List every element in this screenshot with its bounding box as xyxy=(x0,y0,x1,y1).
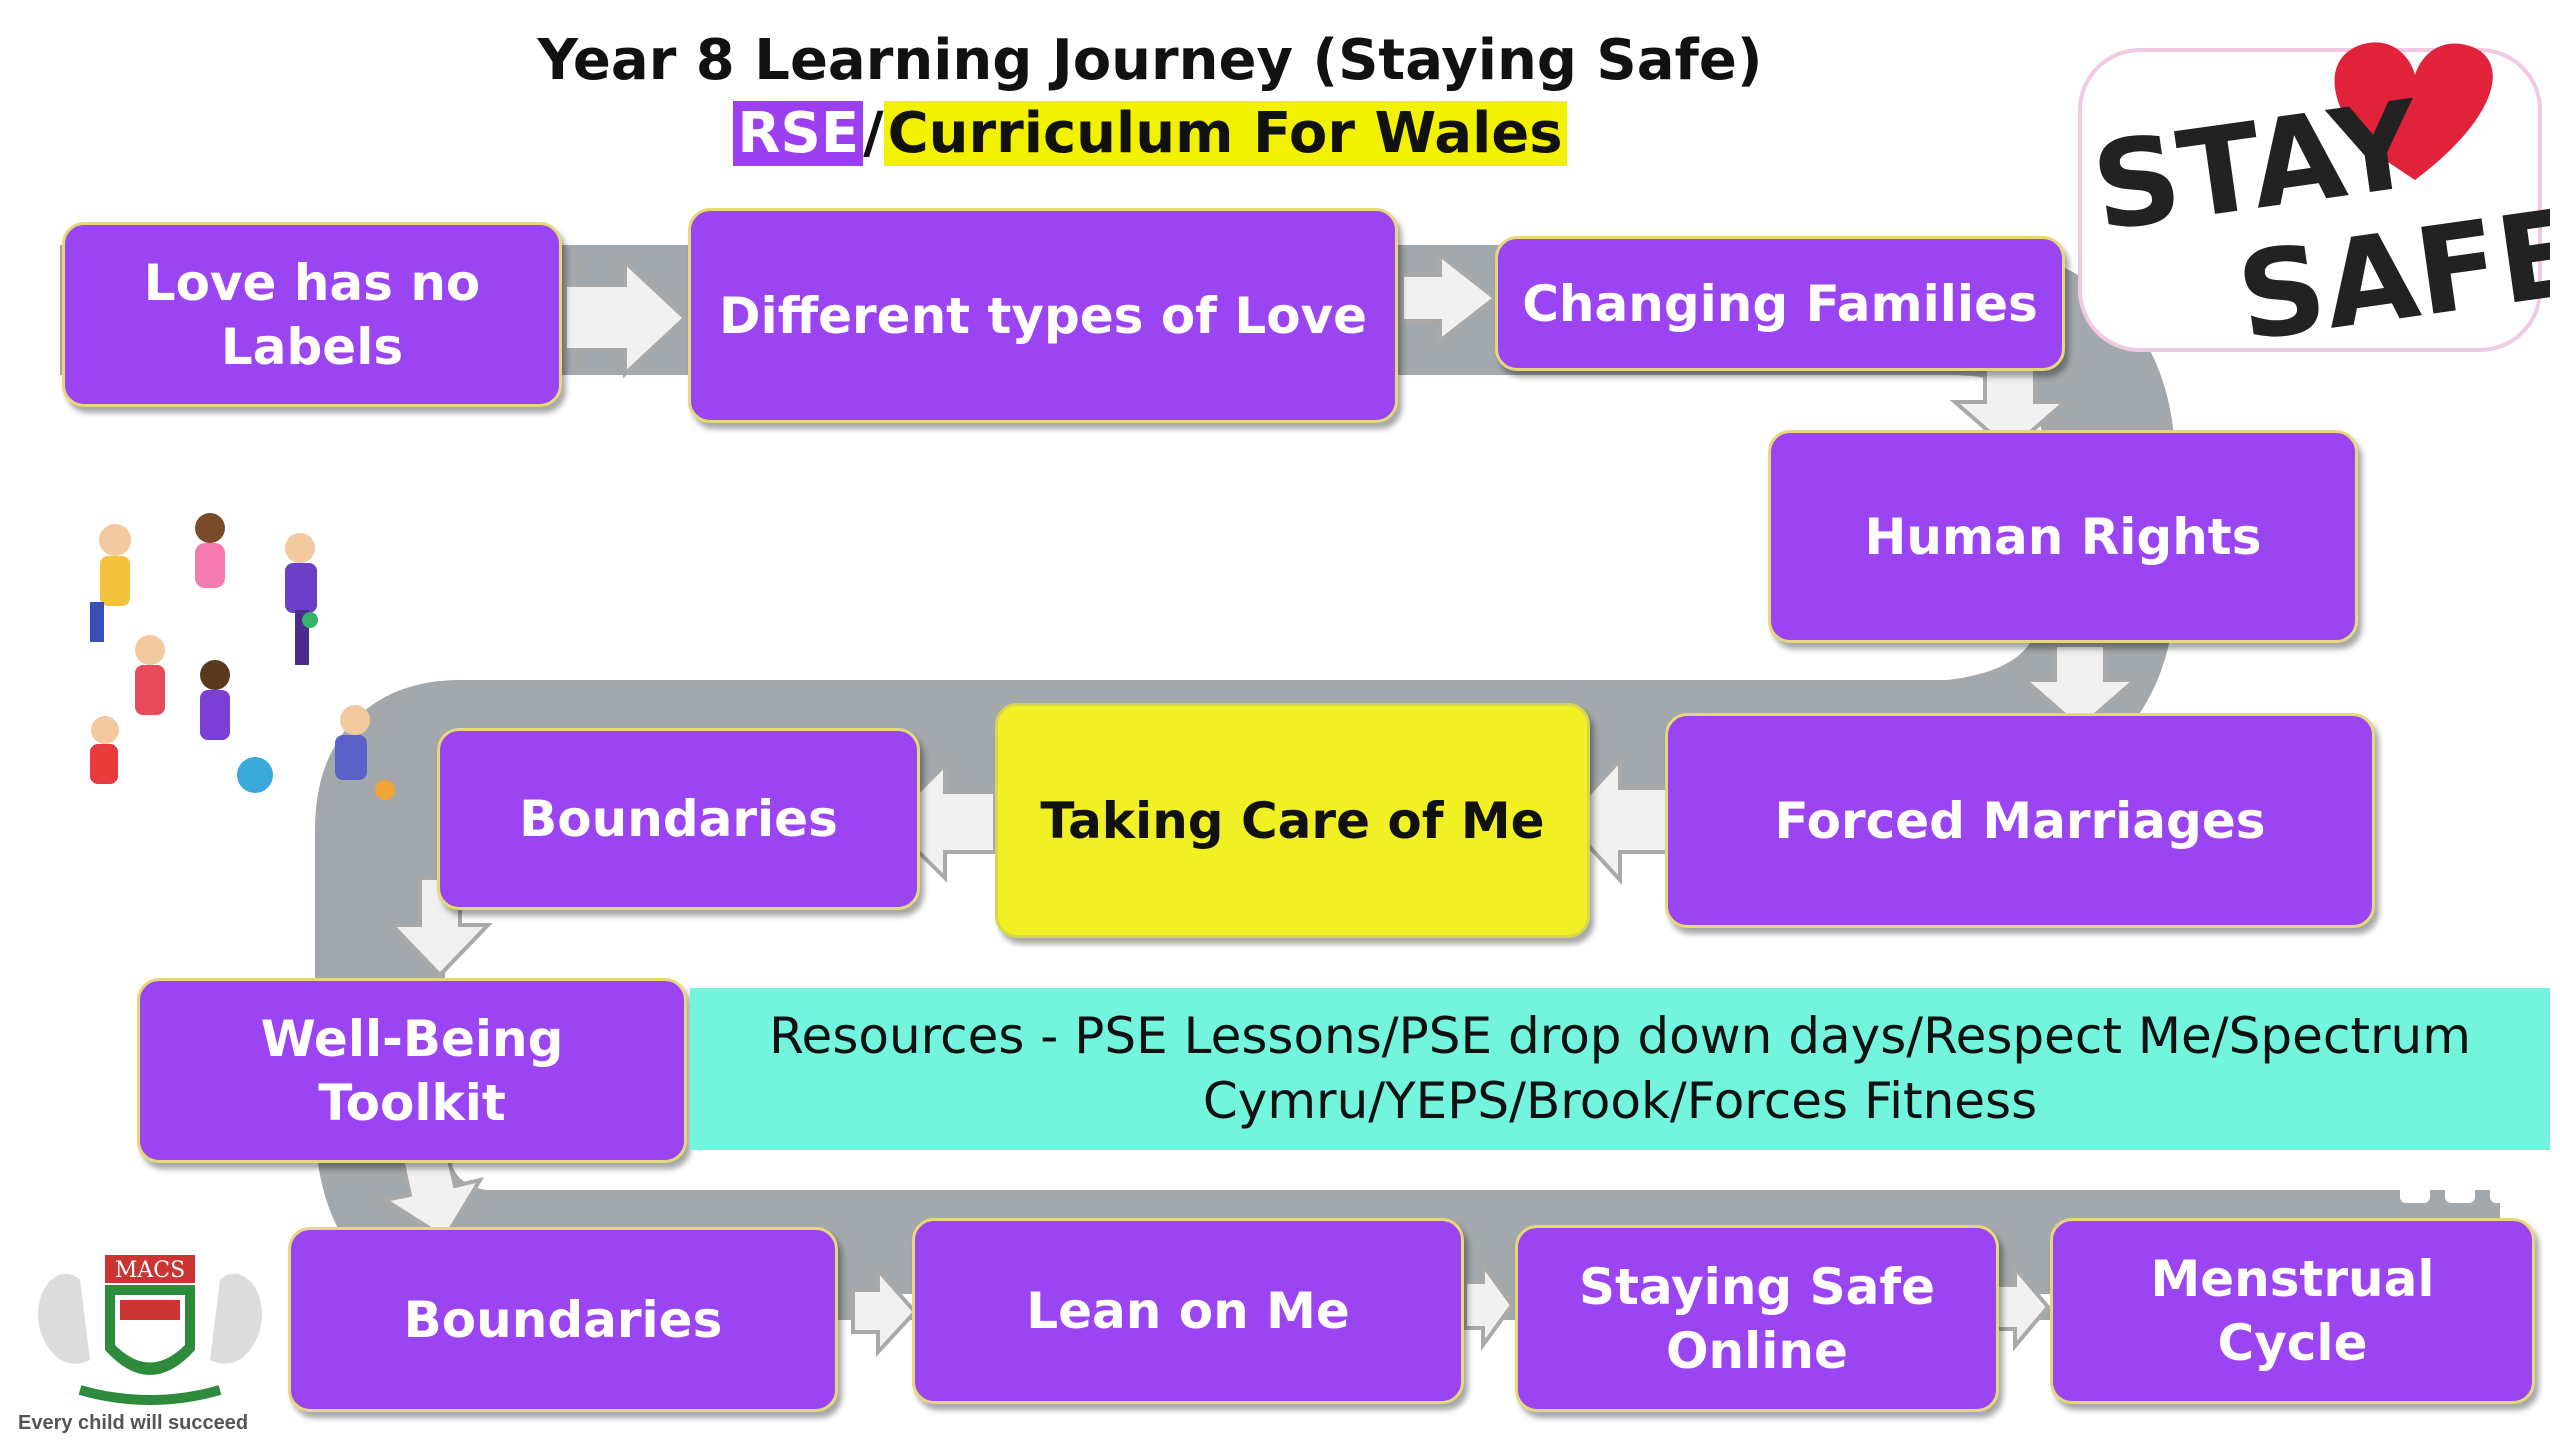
step-different-types-of-love: Different types of Love xyxy=(688,208,1398,423)
rse-label: RSE xyxy=(733,101,864,166)
school-crest: MACS xyxy=(38,1255,262,1405)
stay-safe-logo: STAY SAFE xyxy=(2078,42,2550,360)
step-lean-on-me: Lean on Me xyxy=(912,1218,1464,1404)
curriculum-label: Curriculum For Wales xyxy=(883,101,1567,166)
arrows xyxy=(379,250,2141,1358)
step-boundaries-1: Boundaries xyxy=(437,728,920,910)
step-love-has-no-labels: Love has no Labels xyxy=(62,222,562,407)
title-slash: / xyxy=(863,101,884,166)
school-motto: Every child will succeed xyxy=(18,1412,249,1434)
step-taking-care-of-me: Taking Care of Me xyxy=(995,703,1590,938)
resources-line-1: Resources - PSE Lessons/PSE drop down da… xyxy=(769,1007,2471,1065)
title-main: Year 8 Learning Journey (Staying Safe) xyxy=(537,28,1763,93)
step-well-being-toolkit: Well-Being Toolkit xyxy=(137,978,687,1163)
title-subtitle: RSE/Curriculum For Wales xyxy=(500,101,1800,166)
step-menstrual-cycle: Menstrual Cycle xyxy=(2050,1218,2535,1404)
crest-text: MACS xyxy=(115,1258,185,1283)
children-illustration xyxy=(90,513,395,800)
resources-panel: Resources - PSE Lessons/PSE drop down da… xyxy=(690,988,2550,1150)
resources-line-2: Cymru/YEPS/Brook/Forces Fitness xyxy=(1202,1072,2038,1130)
step-staying-safe-online: Staying Safe Online xyxy=(1515,1225,1999,1412)
step-changing-families: Changing Families xyxy=(1495,236,2065,371)
step-boundaries-2: Boundaries xyxy=(288,1227,838,1412)
step-forced-marriages: Forced Marriages xyxy=(1665,713,2375,928)
page-title: Year 8 Learning Journey (Staying Safe) R… xyxy=(500,28,1800,166)
step-human-rights: Human Rights xyxy=(1768,430,2358,643)
